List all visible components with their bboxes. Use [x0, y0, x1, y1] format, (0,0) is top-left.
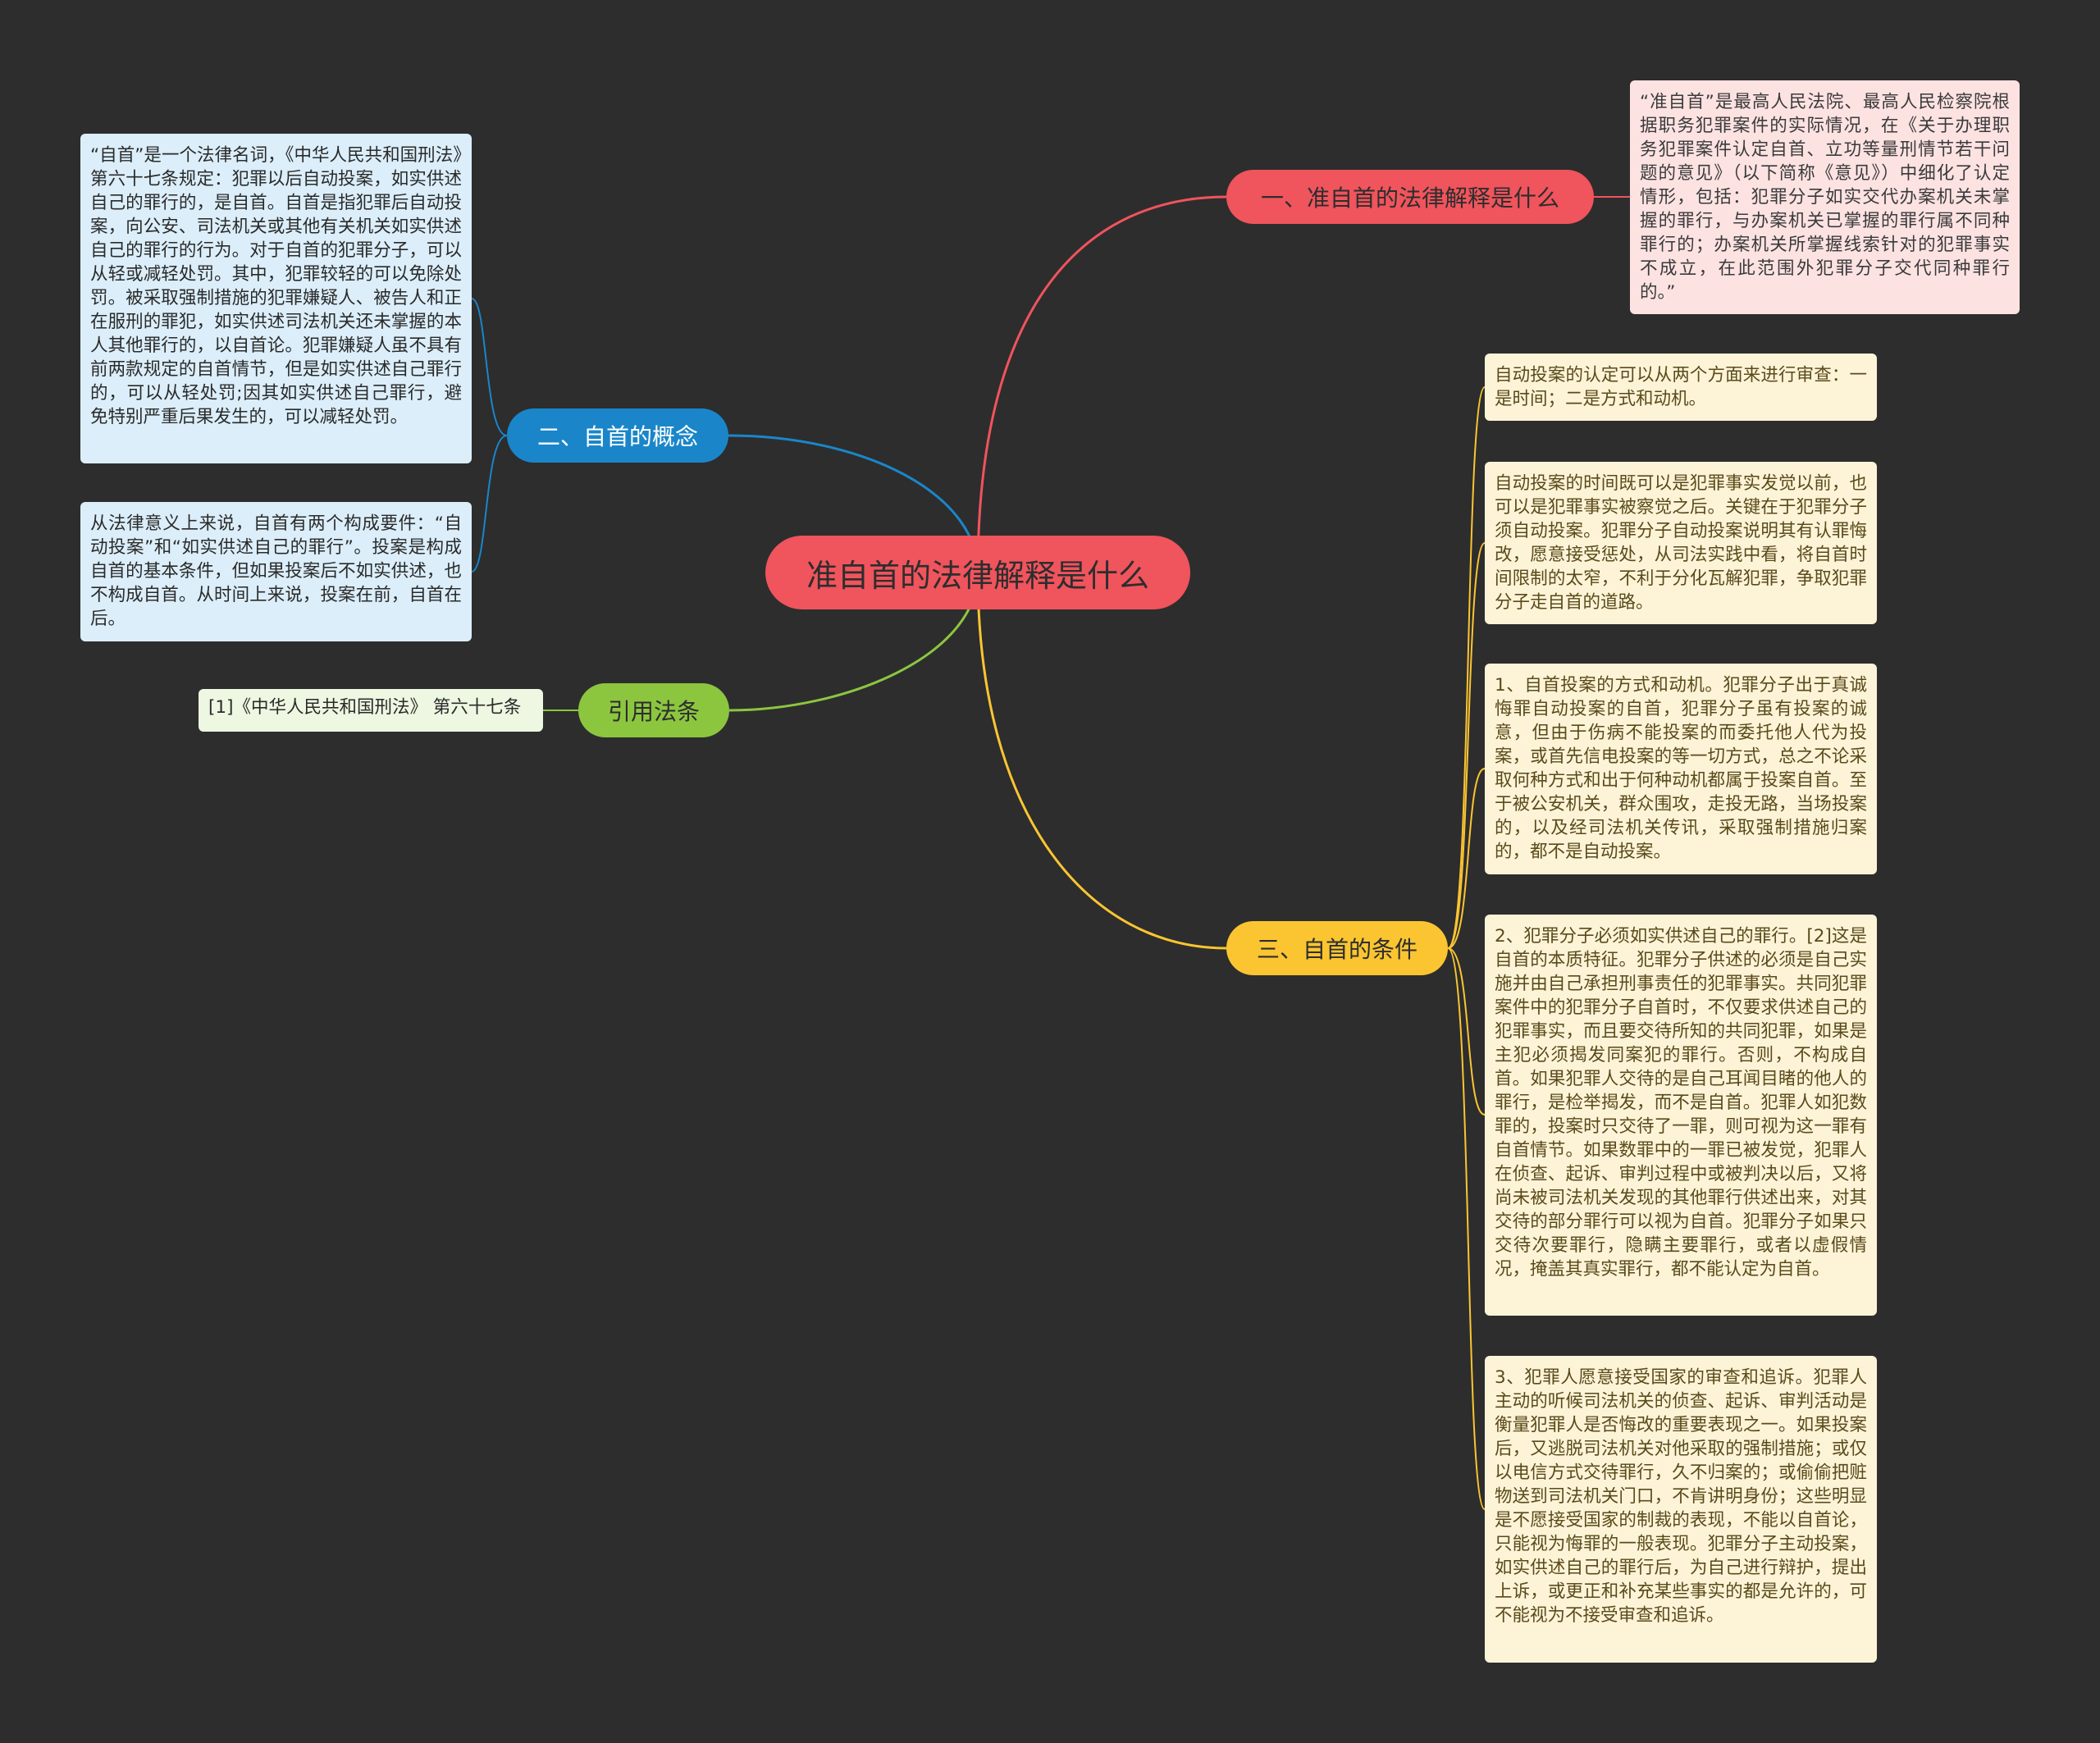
leaf-surrender-method[interactable]: 1、自首投案的方式和动机。犯罪分子出于真诚悔罪自动投案的自首，犯罪分子虽有投案的…: [1485, 664, 1877, 874]
link-root-b3: [976, 572, 1227, 950]
leaf-quasi-surrender-definition[interactable]: “准自首”是最高人民法院、最高人民检察院根据职务犯罪案件的实际情况，在《关于办理…: [1630, 80, 2020, 314]
link-b2-leaf0: [471, 298, 508, 436]
link-b3-leaf1: [1447, 542, 1486, 949]
leaf-surrender-elements[interactable]: 从法律意义上来说，自首有两个构成要件：“自动投案”和“如实供述自己的罪行”。投案…: [80, 502, 472, 641]
leaf-surrender-timing[interactable]: 自动投案的时间既可以是犯罪事实发觉以前，也可以是犯罪事实被察觉之后。关键在于犯罪…: [1485, 462, 1877, 624]
leaf-truthful-confession[interactable]: 2、犯罪分子必须如实供述自己的罪行。[2]这是自首的本质特征。犯罪分子供述的必须…: [1485, 915, 1877, 1316]
link-b2-leaf1: [471, 435, 508, 573]
leaf-criminal-law-article-67[interactable]: [1]《中华人民共和国刑法》 第六十七条: [199, 689, 543, 732]
link-b3-leaf2: [1447, 768, 1486, 949]
branch-legal-interpretation[interactable]: 一、准自首的法律解释是什么: [1226, 170, 1594, 224]
leaf-accept-prosecution[interactable]: 3、犯罪人愿意接受国家的审查和追诉。犯罪人主动的听候司法机关的侦查、起诉、审判活…: [1485, 1356, 1877, 1663]
branch-conditions[interactable]: 三、自首的条件: [1226, 921, 1448, 975]
leaf-surrender-review[interactable]: 自动投案的认定可以从两个方面来进行审查：一是时间；二是方式和动机。: [1485, 354, 1877, 421]
link-b3-leaf3: [1447, 947, 1486, 1116]
branch-cited-law[interactable]: 引用法条: [578, 683, 729, 737]
root-topic[interactable]: 准自首的法律解释是什么: [765, 536, 1190, 609]
branch-concept[interactable]: 二、自首的概念: [507, 408, 728, 463]
link-b3-leaf0: [1447, 386, 1486, 949]
link-b3-leaf4: [1447, 947, 1486, 1510]
link-root-b1: [976, 195, 1227, 573]
leaf-surrender-definition[interactable]: “自首”是一个法律名词，《中华人民共和国刑法》第六十七条规定：犯罪以后自动投案，…: [80, 134, 472, 463]
